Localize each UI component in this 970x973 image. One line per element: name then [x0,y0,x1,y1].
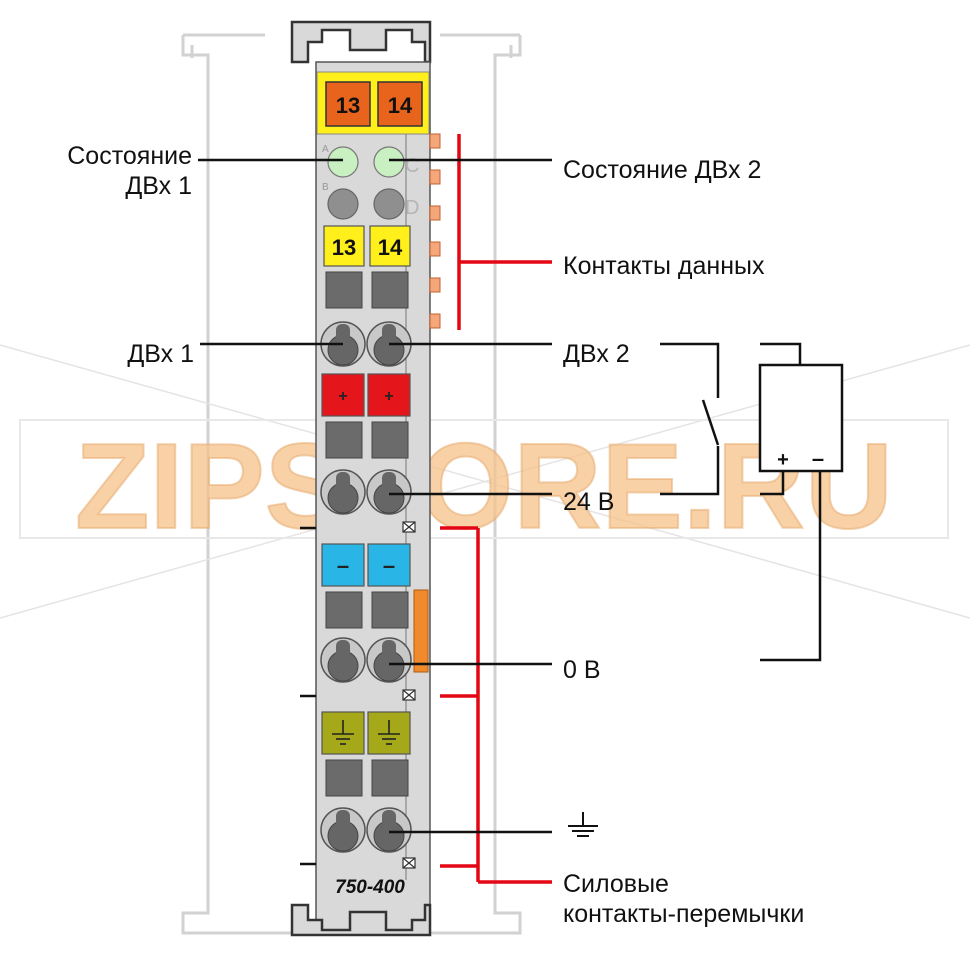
module-top-clip [290,20,432,64]
label-status-in2: Состояние ДВх 2 [563,156,762,184]
ground-tab-2 [367,711,411,755]
status-led-d [373,188,405,220]
red-tab-plus-1-label: + [338,388,347,405]
terminal-0v-2 [366,637,412,683]
blue-tab-minus-1-label: – [337,553,349,578]
led-letter-d: D [405,197,419,219]
label-status-in1-line2: ДВх 1 [125,172,192,200]
status-led-c [327,188,359,220]
release-slot-3a [325,591,363,629]
led-letter-a: A [322,144,329,155]
label-in2: ДВх 2 [563,340,630,368]
yellow-tab-13-label: 13 [332,235,356,260]
sensor-minus-label: – [812,446,824,471]
label-data-contacts: Контакты данных [563,252,765,280]
blue-tab-minus-2-label: – [383,553,395,578]
led-letter-b: B [322,182,329,193]
status-led-in1 [327,146,359,178]
top-tab-14: 14 [377,81,423,127]
label-0v: 0 В [563,656,601,684]
part-number: 750-400 [335,877,405,898]
blue-tab-minus-2: – [367,543,411,587]
status-led-in2 [373,146,405,178]
led-letter-c: C [405,155,419,177]
switch-wire-top [660,342,720,398]
top-tab-13: 13 [325,81,371,127]
release-slot-2a [325,421,363,459]
watermark-text: ZIPSTORE.RU [75,418,893,554]
release-slot-4b [371,759,409,797]
blue-tab-minus-1: – [321,543,365,587]
sensor-body [758,363,844,473]
release-slot-3b [371,591,409,629]
release-slot-4a [325,759,363,797]
din-rail [181,33,522,935]
red-tab-plus-2-label: + [384,388,393,405]
label-status-in1-line1: Состояние [67,142,192,170]
ground-symbol-icon [568,812,598,837]
sensor-wire-top [760,342,802,365]
power-jumper-marker-1 [402,521,416,533]
data-contacts [429,133,441,329]
yellow-tab-14-label: 14 [378,235,403,260]
sensor-wire-minus [760,471,822,662]
yellow-tab-13: 13 [323,225,365,267]
module-bottom-clip [290,903,432,937]
label-in1: ДВх 1 [127,340,194,368]
terminal-24v-2 [366,469,412,515]
switch-circuit [660,342,720,496]
label-power-jumpers-line2: контакты-перемычки [563,900,805,928]
label-24v: 24 В [563,488,615,516]
terminal-0v-1 [320,637,366,683]
terminal-24v-1 [320,469,366,515]
red-tab-plus-1: + [321,373,365,417]
power-jumper-marker-2 [402,689,416,701]
release-slot-1b [371,271,409,309]
sensor-box: + – [758,342,844,662]
watermark: ZIPSTORE.RU [0,344,970,619]
terminal-ground-1 [320,807,366,853]
side-power-contact [413,589,429,673]
switch-contact-icon [701,399,720,446]
release-slot-1a [325,271,363,309]
sensor-wire-plus [760,471,785,496]
release-slot-2b [371,421,409,459]
sensor-plus-label: + [777,449,789,471]
power-jumpers-bracket [440,526,552,884]
top-tab-13-label: 13 [336,93,360,118]
label-power-jumpers-line1: Силовые [563,870,669,898]
switch-wire-bottom [660,446,720,496]
io-module: 13 14 A B C D 13 14 [290,20,441,937]
data-contacts-bracket [457,134,552,330]
ground-tab-1 [321,711,365,755]
leader-lines [198,158,552,834]
yellow-tab-14: 14 [369,225,411,267]
top-tab-14-label: 14 [388,93,413,118]
power-jumper-marker-3 [402,857,416,869]
left-ticks [300,526,316,866]
red-tab-plus-2: + [367,373,411,417]
terminal-ground-2 [366,807,412,853]
